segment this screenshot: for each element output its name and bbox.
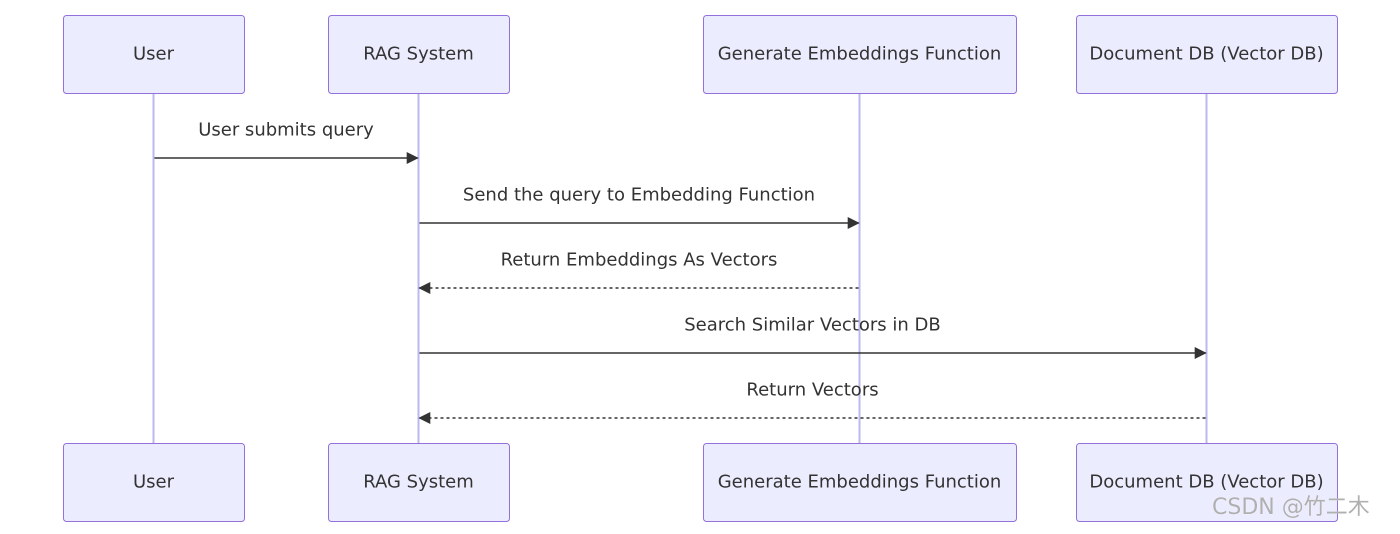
message-label-5: Return Vectors bbox=[746, 380, 878, 401]
actor-box-rag-bottom bbox=[328, 443, 510, 522]
actor-box-user-top bbox=[63, 15, 245, 94]
actor-label-user-top: User bbox=[133, 44, 175, 65]
actor-box-embed-bottom bbox=[703, 443, 1017, 522]
lifelines bbox=[152, 93, 1208, 443]
message-label-4: Search Similar Vectors in DB bbox=[684, 315, 940, 336]
message-label-3: Return Embeddings As Vectors bbox=[501, 250, 778, 271]
actor-box-docdb-top bbox=[1076, 15, 1338, 94]
watermark: CSDN @竹二木 bbox=[1212, 495, 1370, 520]
actor-box-rag-top bbox=[328, 15, 510, 94]
actor-box-embed-top bbox=[703, 15, 1017, 94]
message-label-1: User submits query bbox=[198, 120, 374, 141]
actor-label-embed-bottom: Generate Embeddings Function bbox=[718, 472, 1002, 493]
message-label-2: Send the query to Embedding Function bbox=[463, 185, 815, 206]
actor-label-docdb-top: Document DB (Vector DB) bbox=[1089, 44, 1323, 65]
actor-label-embed-top: Generate Embeddings Function bbox=[718, 44, 1002, 65]
actor-box-user-bottom bbox=[63, 443, 245, 522]
actor-label-rag-top: RAG System bbox=[363, 44, 474, 65]
actor-label-rag-bottom: RAG System bbox=[363, 472, 474, 493]
actor-label-user-bottom: User bbox=[133, 472, 175, 493]
actor-box-docdb-bottom bbox=[1076, 443, 1338, 522]
actor-label-docdb-bottom: Document DB (Vector DB) bbox=[1089, 472, 1323, 493]
